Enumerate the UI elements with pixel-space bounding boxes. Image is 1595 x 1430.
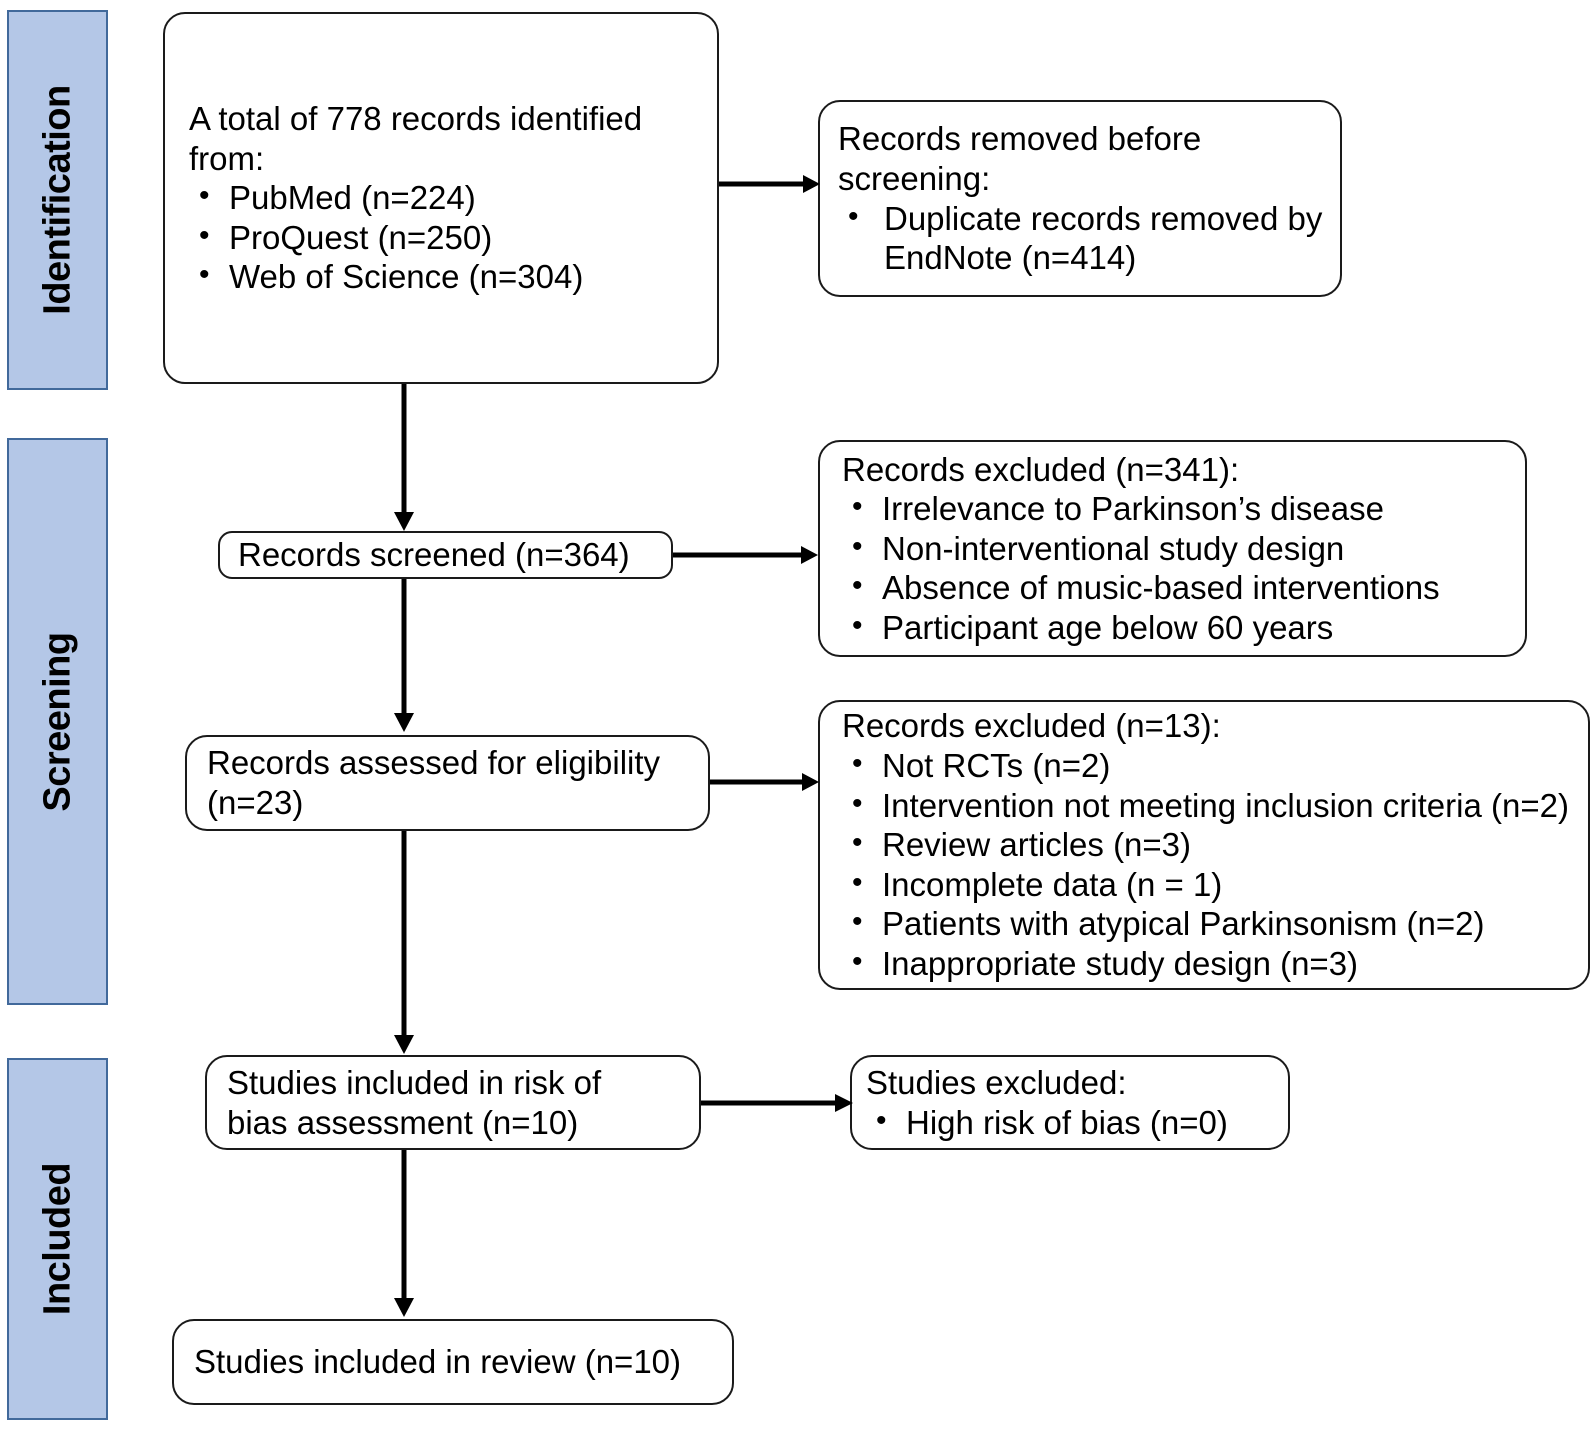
node-risk-of-bias-assessment: Studies included in risk of bias assessm… <box>205 1055 701 1150</box>
arrow-eligibility-to-excluded <box>710 770 822 794</box>
list-item: Intervention not meeting inclusion crite… <box>842 786 1574 826</box>
records-removed-bullet-list: Duplicate records removed by EndNote (n=… <box>838 199 1326 278</box>
list-item: ProQuest (n=250) <box>189 218 703 258</box>
arrow-riskofbias-to-studies-excluded <box>701 1091 856 1115</box>
stage-label-included: Included <box>36 1162 78 1316</box>
stage-bar-included: Included <box>7 1058 108 1420</box>
arrow-identified-to-removed <box>719 172 823 196</box>
list-item: Incomplete data (n = 1) <box>842 865 1574 905</box>
arrow-identified-to-screened <box>390 384 418 534</box>
node-studies-included-in-review: Studies included in review (n=10) <box>172 1319 734 1405</box>
list-item: Non-interventional study design <box>842 529 1511 569</box>
eligibility-line1: Records assessed for eligibility <box>207 744 661 782</box>
records-identified-heading-line2: from: <box>189 139 265 177</box>
node-records-identified: A total of 778 records identified from: … <box>163 12 719 384</box>
risk-of-bias-line1: Studies included in risk of <box>227 1063 602 1101</box>
node-records-excluded-341: Records excluded (n=341): Irrelevance to… <box>818 440 1527 657</box>
node-records-assessed-eligibility: Records assessed for eligibility (n=23) <box>185 735 710 831</box>
list-item: Inappropriate study design (n=3) <box>842 944 1574 984</box>
records-removed-heading-line1: Records removed before <box>838 120 1202 158</box>
records-excluded-341-heading: Records excluded (n=341): <box>842 450 1240 488</box>
arrow-eligibility-to-risk-of-bias <box>390 831 418 1057</box>
records-excluded-13-heading: Records excluded (n=13): <box>842 707 1221 745</box>
list-item: Duplicate records removed by EndNote (n=… <box>838 199 1326 278</box>
list-item: Review articles (n=3) <box>842 825 1574 865</box>
list-item: PubMed (n=224) <box>189 178 703 218</box>
stage-bar-screening: Screening <box>7 438 108 1005</box>
records-screened-text: Records screened (n=364) <box>238 536 630 574</box>
list-item: Not RCTs (n=2) <box>842 746 1574 786</box>
list-item: Irrelevance to Parkinson’s disease <box>842 489 1511 529</box>
included-in-review-text: Studies included in review (n=10) <box>194 1343 682 1381</box>
list-item: Web of Science (n=304) <box>189 257 703 297</box>
node-studies-excluded: Studies excluded: High risk of bias (n=0… <box>850 1055 1290 1150</box>
node-records-screened: Records screened (n=364) <box>218 531 673 579</box>
studies-excluded-bullet-list: High risk of bias (n=0) <box>866 1103 1274 1143</box>
arrow-screened-to-excluded <box>673 543 821 567</box>
records-identified-bullet-list: PubMed (n=224) ProQuest (n=250) Web of S… <box>189 178 703 297</box>
risk-of-bias-line2: bias assessment (n=10) <box>227 1103 579 1141</box>
arrow-screened-to-eligibility <box>390 579 418 735</box>
node-records-removed-before-screening: Records removed before screening: Duplic… <box>818 100 1342 297</box>
records-removed-heading-line2: screening: <box>838 159 991 197</box>
records-excluded-341-bullet-list: Irrelevance to Parkinson’s disease Non-i… <box>842 489 1511 647</box>
records-excluded-13-bullet-list: Not RCTs (n=2) Intervention not meeting … <box>842 746 1574 984</box>
list-item: Patients with atypical Parkinsonism (n=2… <box>842 904 1574 944</box>
node-records-excluded-13: Records excluded (n=13): Not RCTs (n=2) … <box>818 700 1590 990</box>
stage-label-identification: Identification <box>36 85 78 315</box>
records-identified-heading-line1: A total of 778 records identified <box>189 100 643 138</box>
stage-bar-identification: Identification <box>7 10 108 390</box>
list-item: High risk of bias (n=0) <box>866 1103 1274 1143</box>
eligibility-line2: (n=23) <box>207 784 304 821</box>
stage-label-screening: Screening <box>36 631 78 812</box>
arrow-riskofbias-to-included-review <box>390 1150 418 1320</box>
studies-excluded-heading: Studies excluded: <box>866 1063 1127 1101</box>
list-item: Participant age below 60 years <box>842 608 1511 648</box>
list-item: Absence of music-based interventions <box>842 568 1511 608</box>
